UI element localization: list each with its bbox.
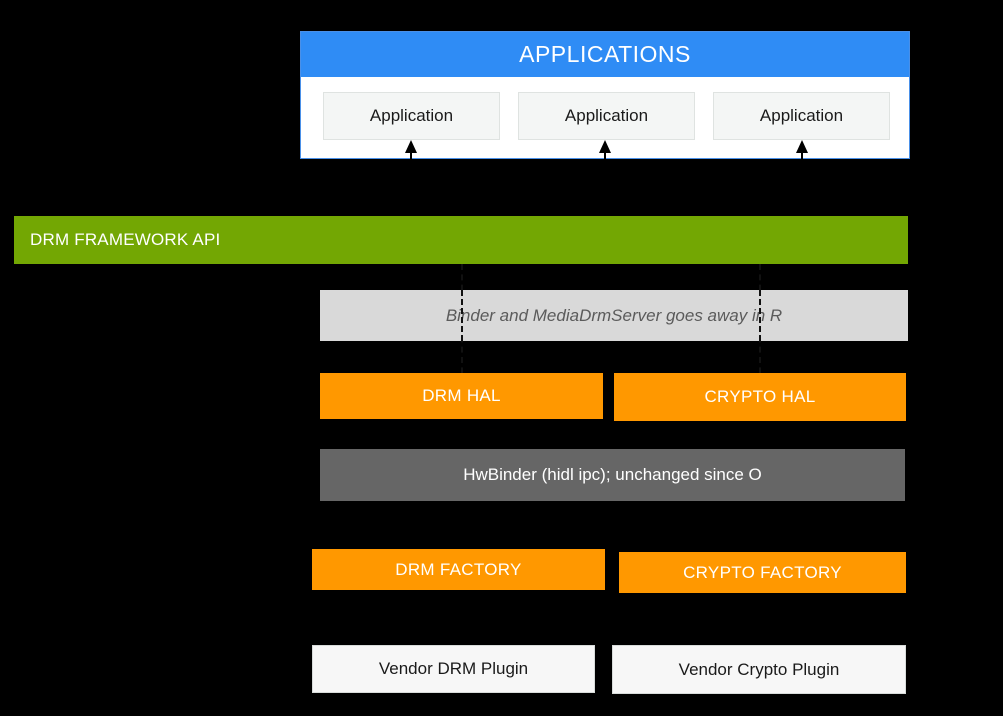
binder-note-bar: Binder and MediaDrmServer goes away in R: [320, 290, 908, 341]
crypto-hal-box[interactable]: CRYPTO HAL: [614, 373, 906, 421]
vendor-crypto-plugin-box[interactable]: Vendor Crypto Plugin: [612, 645, 906, 694]
dashed-connector-left-overlay: [461, 290, 463, 341]
crypto-factory-box[interactable]: CRYPTO FACTORY: [619, 552, 906, 593]
arrow-up-2: [599, 140, 611, 162]
application-box-1[interactable]: Application: [323, 92, 500, 140]
applications-header: APPLICATIONS: [301, 32, 909, 77]
hwbinder-bar: HwBinder (hidl ipc); unchanged since O: [320, 449, 905, 501]
application-box-3[interactable]: Application: [713, 92, 890, 140]
drm-framework-api-bar: DRM FRAMEWORK API: [14, 216, 908, 264]
application-box-2[interactable]: Application: [518, 92, 695, 140]
drm-hal-box[interactable]: DRM HAL: [320, 373, 603, 419]
dashed-connector-right-overlay: [759, 290, 761, 341]
applications-panel: APPLICATIONS Application Application App…: [300, 31, 910, 159]
drm-factory-box[interactable]: DRM FACTORY: [312, 549, 605, 590]
arrow-up-1: [405, 140, 417, 162]
arrow-up-3: [796, 140, 808, 162]
vendor-drm-plugin-box[interactable]: Vendor DRM Plugin: [312, 645, 595, 693]
